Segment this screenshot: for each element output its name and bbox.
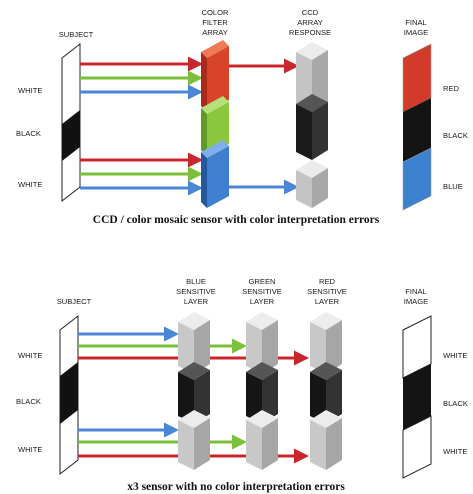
green-sensitive-layer	[246, 312, 278, 470]
blue-layer-cell-gray-2	[178, 410, 210, 470]
bottom-red-label-3: LAYER	[315, 297, 340, 306]
top-response-label-1: CCD	[302, 8, 319, 17]
ccd-cell-black	[296, 94, 328, 160]
green-layer-cell-gray-2	[246, 410, 278, 470]
bottom-blue-label-3: LAYER	[184, 297, 209, 306]
bottom-caption: x3 sensor with no color interpretation e…	[127, 481, 345, 493]
blue-layer-cell-black	[178, 362, 210, 424]
bottom-row-label-white-1: WHITE	[18, 351, 42, 360]
top-final-label-1: FINAL	[405, 18, 427, 27]
color-filter-array	[201, 40, 229, 208]
top-caption: CCD / color mosaic sensor with color int…	[93, 214, 380, 226]
top-subject-label: SUBJECT	[59, 30, 94, 39]
bottom-final-image	[402, 315, 432, 479]
red-layer-cell-gray-1	[310, 312, 342, 374]
top-row-label-white-2: WHITE	[18, 180, 42, 189]
bottom-panel: SUBJECT BLUE SENSITIVE LAYER GREEN SENSI…	[16, 277, 468, 493]
top-row-label-white-1: WHITE	[18, 86, 42, 95]
bottom-final-row-label-black: BLACK	[443, 399, 468, 408]
bottom-row-label-white-2: WHITE	[18, 445, 42, 454]
bottom-blue-label-1: BLUE	[186, 277, 206, 286]
top-response-label-3: RESPONSE	[289, 28, 331, 37]
top-final-image	[402, 43, 432, 211]
top-subject-card	[61, 42, 81, 203]
top-filter-label-2: FILTER	[202, 18, 228, 27]
top-response-label-2: ARRAY	[297, 18, 323, 27]
top-filter-label-3: ARRAY	[202, 28, 228, 37]
top-final-row-label-red: RED	[443, 84, 460, 93]
bottom-final-label-2: IMAGE	[404, 297, 428, 306]
ccd-cell-gray-2	[296, 160, 328, 208]
bottom-final-label-1: FINAL	[405, 287, 427, 296]
ccd-array-response	[296, 42, 328, 208]
red-layer-cell-black	[310, 362, 342, 424]
top-final-row-label-black: BLACK	[443, 131, 468, 140]
top-final-label-2: IMAGE	[404, 28, 428, 37]
bottom-subject-card	[59, 314, 79, 476]
green-layer-cell-black	[246, 362, 278, 424]
bottom-green-label-3: LAYER	[250, 297, 275, 306]
filter-tile-blue	[201, 140, 229, 208]
filter-tile-red	[201, 40, 229, 112]
red-layer-cell-gray-2	[310, 410, 342, 470]
blue-sensitive-layer	[178, 312, 210, 470]
blue-layer-cell-gray-1	[178, 312, 210, 374]
red-sensitive-layer	[310, 312, 342, 470]
bottom-final-row-label-white-1: WHITE	[443, 351, 467, 360]
bottom-blue-label-2: SENSITIVE	[176, 287, 216, 296]
bottom-green-label-1: GREEN	[248, 277, 275, 286]
top-final-row-label-blue: BLUE	[443, 182, 463, 191]
bottom-final-row-label-white-2: WHITE	[443, 447, 467, 456]
bottom-row-label-black: BLACK	[16, 397, 41, 406]
green-layer-cell-gray-1	[246, 312, 278, 374]
bottom-red-label-1: RED	[319, 277, 336, 286]
bottom-red-label-2: SENSITIVE	[307, 287, 347, 296]
bottom-green-label-2: SENSITIVE	[242, 287, 282, 296]
top-row-label-black: BLACK	[16, 129, 41, 138]
bottom-subject-label: SUBJECT	[57, 297, 92, 306]
top-panel: SUBJECT COLOR FILTER ARRAY CCD ARRAY RES…	[16, 8, 468, 226]
top-filter-label-1: COLOR	[201, 8, 229, 17]
